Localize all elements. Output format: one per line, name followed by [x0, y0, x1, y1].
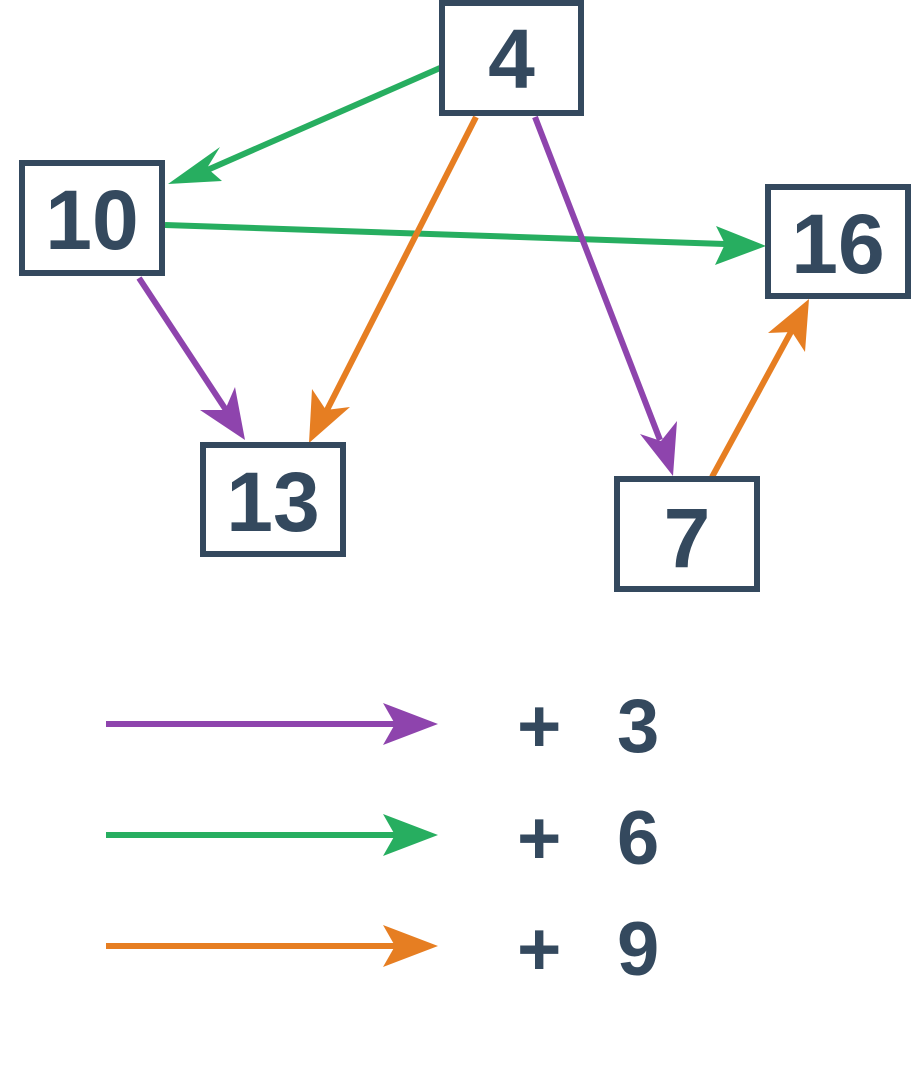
legend-plus: +: [517, 907, 561, 992]
arrowhead-icon: [200, 387, 245, 440]
arrowhead-icon: [168, 147, 222, 184]
arrowhead-icon: [309, 389, 350, 443]
edge-10-to-16: [164, 222, 766, 265]
arrowhead-icon: [640, 421, 677, 476]
nodes-layer: 4 10 16 13 7: [19, 0, 911, 592]
edge-4-to-13: [309, 115, 479, 443]
node-label: 10: [45, 173, 138, 267]
arrowhead-icon: [768, 299, 809, 352]
edge-10-to-13: [136, 276, 245, 440]
node-16: 16: [765, 184, 911, 299]
arrowhead-icon: [715, 226, 766, 265]
legend-value: 9: [617, 907, 659, 992]
arrowhead-icon: [383, 703, 438, 745]
node-label: 7: [664, 491, 711, 585]
legend-plus: +: [517, 684, 561, 769]
legend-item-green: + 6: [106, 796, 659, 881]
legend-item-purple: + 3: [106, 684, 659, 769]
node-13: 13: [200, 442, 346, 557]
edge-4-to-10: [168, 65, 442, 184]
node-7: 7: [614, 476, 760, 592]
node-10: 10: [19, 160, 165, 276]
node-label: 13: [226, 455, 319, 549]
edge-7-to-16: [709, 299, 809, 479]
edges-layer: [136, 65, 809, 479]
edge-4-to-7: [532, 115, 677, 476]
legend-value: 3: [617, 684, 659, 769]
node-label: 4: [488, 12, 535, 106]
legend-item-orange: + 9: [106, 907, 659, 992]
legend-value: 6: [617, 796, 659, 881]
legend: + 3 + 6 + 9: [106, 684, 659, 992]
node-label: 16: [791, 197, 884, 291]
legend-plus: +: [517, 796, 561, 881]
arrowhead-icon: [383, 814, 438, 856]
arrowhead-icon: [383, 925, 438, 967]
node-4: 4: [439, 0, 584, 116]
